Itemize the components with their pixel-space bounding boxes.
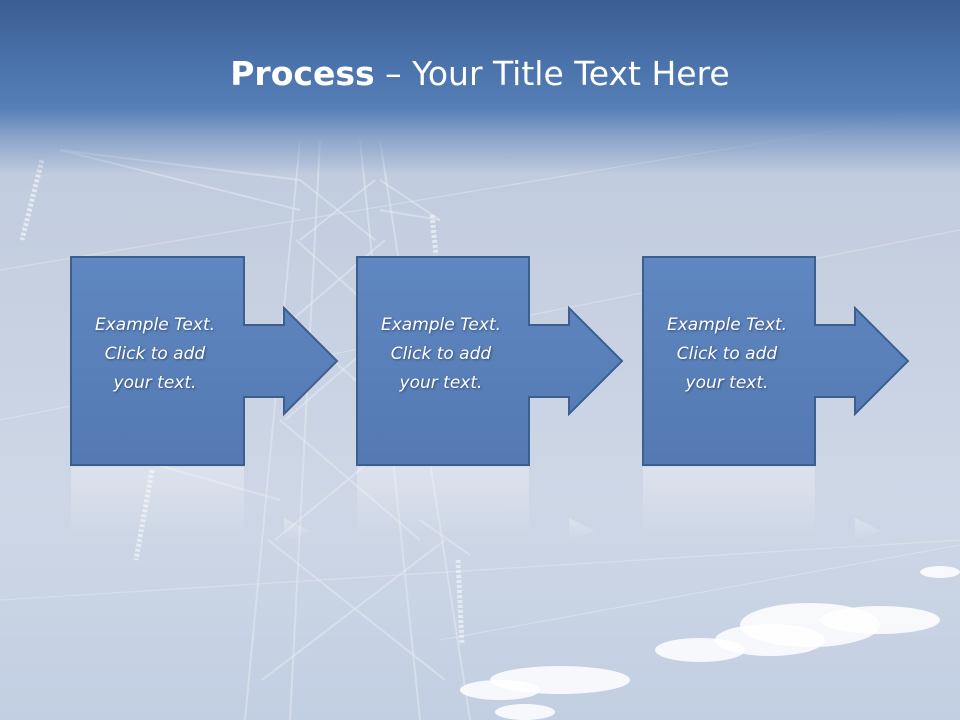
- step-2-text[interactable]: Example Text. Click to add your text.: [380, 315, 502, 393]
- slide-title-bold: Process: [230, 54, 375, 93]
- slide-title-rest: – Your Title Text Here: [374, 54, 730, 93]
- process-step-1[interactable]: Example Text. Click to add your text.: [70, 256, 370, 546]
- step-3-callout-shape: [642, 256, 910, 541]
- step-2-callout-shape: [356, 256, 624, 541]
- step-1-callout-shape: [70, 256, 339, 541]
- step-1-text[interactable]: Example Text. Click to add your text.: [94, 315, 216, 393]
- title-band: [0, 0, 960, 175]
- step-3-text[interactable]: Example Text. Click to add your text.: [666, 315, 788, 393]
- slide-title[interactable]: Process – Your Title Text Here: [0, 52, 960, 96]
- process-step-2[interactable]: Example Text. Click to add your text.: [356, 256, 656, 546]
- process-step-3[interactable]: Example Text. Click to add your text.: [642, 256, 942, 546]
